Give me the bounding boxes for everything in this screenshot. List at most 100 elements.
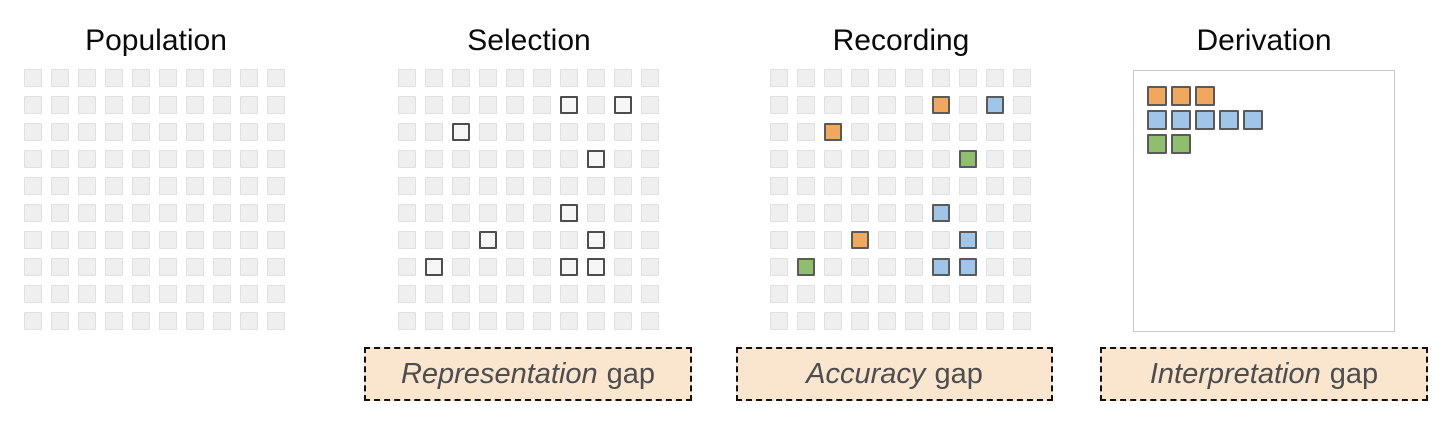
grid-cell: [213, 177, 231, 195]
grid-cell: [641, 177, 659, 195]
grid-cell: [267, 123, 285, 141]
grid-cell: [240, 231, 258, 249]
grid-cell: [587, 312, 605, 330]
grid-cell: [24, 69, 42, 87]
interpretation-gap-label: Interpretation gap: [1100, 347, 1428, 401]
grid-cell: [560, 150, 578, 168]
grid-cell: [78, 285, 96, 303]
tally-cell-green: [1147, 134, 1167, 154]
tally-cell-blue: [1195, 110, 1215, 130]
grid-cell: [240, 177, 258, 195]
gap-label-rest-word: gap: [1329, 357, 1379, 390]
grid-cell: [240, 69, 258, 87]
grid-cell: [533, 69, 551, 87]
grid-cell: [614, 231, 632, 249]
grid-cell: [587, 96, 605, 114]
grid-cell: [452, 69, 470, 87]
grid-cell: [878, 69, 896, 87]
grid-cell: [824, 204, 842, 222]
grid-cell: [105, 204, 123, 222]
selected-cell: [560, 204, 578, 222]
grid-cell: [959, 285, 977, 303]
selected-cell: [425, 258, 443, 276]
grid-cell: [24, 204, 42, 222]
grid-cell: [452, 177, 470, 195]
grid-cell: [932, 177, 950, 195]
grid-cell: [533, 204, 551, 222]
recorded-cell-orange: [824, 123, 842, 141]
tally-cell-orange: [1195, 86, 1215, 106]
grid-cell: [51, 231, 69, 249]
grid-cell: [240, 312, 258, 330]
grid-cell: [51, 285, 69, 303]
grid-cell: [479, 204, 497, 222]
grid-cell: [614, 177, 632, 195]
grid-cell: [851, 258, 869, 276]
grid-cell: [986, 204, 1004, 222]
grid-cell: [452, 258, 470, 276]
grid-cell: [1013, 150, 1031, 168]
grid-cell: [105, 285, 123, 303]
grid-cell: [425, 96, 443, 114]
grid-cell: [533, 123, 551, 141]
grid-cell: [186, 231, 204, 249]
grid-cell: [267, 150, 285, 168]
grid-cell: [614, 258, 632, 276]
grid-cell: [587, 177, 605, 195]
grid-cell: [641, 123, 659, 141]
grid-cell: [506, 123, 524, 141]
grid-cell: [51, 312, 69, 330]
grid-cell: [213, 312, 231, 330]
grid-cell: [213, 150, 231, 168]
grid-cell: [506, 285, 524, 303]
recorded-cell-blue: [959, 258, 977, 276]
grid-cell: [878, 231, 896, 249]
grid-cell: [851, 312, 869, 330]
selected-cell: [587, 258, 605, 276]
tally-cell-green: [1171, 134, 1191, 154]
grid-cell: [24, 96, 42, 114]
grid-cell: [213, 96, 231, 114]
grid-cell: [770, 204, 788, 222]
selected-cell: [614, 96, 632, 114]
grid-cell: [878, 258, 896, 276]
grid-cell: [24, 123, 42, 141]
grid-cell: [851, 123, 869, 141]
grid-cell: [851, 69, 869, 87]
grid-cell: [213, 204, 231, 222]
grid-cell: [770, 69, 788, 87]
grid-cell: [797, 285, 815, 303]
grid-cell: [78, 204, 96, 222]
grid-cell: [78, 258, 96, 276]
tally-cell-orange: [1147, 86, 1167, 106]
grid-cell: [159, 204, 177, 222]
grid-cell: [186, 177, 204, 195]
grid-cell: [105, 231, 123, 249]
grid-cell: [452, 204, 470, 222]
grid-cell: [267, 177, 285, 195]
grid-cell: [51, 96, 69, 114]
grid-cell: [797, 150, 815, 168]
grid-cell: [560, 69, 578, 87]
grid-cell: [51, 204, 69, 222]
recorded-cell-green: [797, 258, 815, 276]
grid-cell: [159, 231, 177, 249]
grid-cell: [425, 150, 443, 168]
grid-cell: [614, 123, 632, 141]
selected-cell: [587, 150, 605, 168]
grid-cell: [159, 177, 177, 195]
grid-cell: [932, 150, 950, 168]
grid-cell: [452, 96, 470, 114]
grid-cell: [267, 231, 285, 249]
grid-cell: [452, 150, 470, 168]
grid-cell: [797, 177, 815, 195]
population-grid: [24, 69, 285, 330]
grid-cell: [1013, 312, 1031, 330]
grid-cell: [425, 69, 443, 87]
grid-cell: [132, 258, 150, 276]
grid-cell: [614, 204, 632, 222]
grid-cell: [479, 69, 497, 87]
grid-cell: [797, 96, 815, 114]
grid-cell: [105, 258, 123, 276]
grid-cell: [824, 96, 842, 114]
